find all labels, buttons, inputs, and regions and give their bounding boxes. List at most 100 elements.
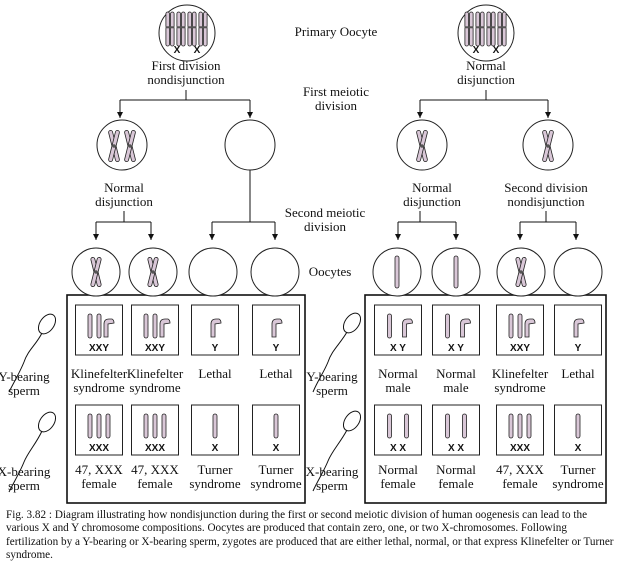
- right-x-outcome-2-line-2: female: [438, 476, 474, 491]
- left-y-cell-2-label: XXY: [145, 343, 165, 354]
- tree1-arrow-left-b-head: [247, 112, 253, 118]
- left-y-cell-1-label: XXY: [89, 343, 109, 354]
- first-nondisjunction-label-line-1: First division: [152, 58, 221, 73]
- right-y-cell-3-x-chrom-2: [517, 313, 523, 339]
- tree2-arrow-b2-head: [272, 234, 278, 240]
- right-y-cell-3-label: XXY: [510, 343, 530, 354]
- right-y-sperm-label-line-2: sperm: [316, 383, 348, 398]
- right-y-cell-1-y-chrom-2: [402, 318, 413, 338]
- left-x-outcome-3-line-1: Turner: [198, 462, 234, 477]
- top-normal-disjunction-label-line-1: Normal: [466, 58, 506, 73]
- right-x-outcome-1-line-2: female: [380, 476, 416, 491]
- sec-left-1-cross-a-centromere: [112, 144, 116, 148]
- second-meiotic-label-line-1: Second meiotic: [285, 205, 366, 220]
- right-y-sperm-label-line-1: Y-bearing: [306, 369, 358, 384]
- left-y-cell-1-y-chrom-3: [103, 318, 115, 338]
- right-x-cell-1-x-chrom-1: [387, 413, 392, 439]
- left-y-sperm-label-line-2: sperm: [8, 383, 40, 398]
- left-x-cell-3-label: X: [212, 443, 219, 454]
- right-y-cell-2-label: X Y: [448, 343, 464, 354]
- primary-left-chrom-4-centromere: [198, 26, 208, 29]
- primary-left-chrom-2-a: [176, 11, 181, 47]
- left-x-cell-1-x-chrom-1: [87, 413, 93, 439]
- right-x-cell-4-x-chrom-1: [575, 413, 581, 439]
- primary-left-chrom-1-a: [165, 11, 170, 47]
- left-y-cell-3-y-chrom-1: [210, 318, 222, 338]
- right-x-outcome-4-line-2: syndrome: [552, 476, 604, 491]
- figure-caption: Fig. 3.82 : Diagram illustrating how non…: [6, 509, 618, 563]
- left-y-sperm-label-line-1: Y-bearing: [0, 369, 50, 384]
- left-x-outcome-3-line-2: syndrome: [189, 476, 241, 491]
- right-y-cell-4-label: Y: [575, 343, 582, 354]
- left-x-outcome-1-line-1: 47, XXX: [75, 462, 123, 477]
- right-x-sperm-tail: [312, 429, 348, 492]
- right-x-sperm-label-line-1: X-bearing: [306, 464, 359, 479]
- right-x-cell-1: [374, 404, 422, 456]
- left-x-outcome-1-line-2: female: [81, 476, 117, 491]
- right-y-outcome-3-line-1: Klinefelter: [492, 366, 549, 381]
- left-y-outcome-1-line-1: Klinefelter: [71, 366, 128, 381]
- caption-figure-number: Fig. 3.82 :: [6, 509, 53, 521]
- left-x-cell-2-x-chrom-2: [152, 413, 158, 439]
- sec-right-2-cross-centromere: [546, 144, 550, 148]
- primary-right-chrom-3-centromere: [486, 26, 496, 29]
- oocyte-2-chrom: [147, 256, 159, 288]
- tree1-arrow-right-a-head: [417, 112, 423, 118]
- primary-right-chrom-2-centromere: [475, 26, 485, 29]
- right-y-cell-2-x-chrom-1: [445, 313, 450, 339]
- tree2-arrow-d1-head: [517, 234, 523, 240]
- second-nondisjunction-label-line-1: Second division: [504, 180, 588, 195]
- connector-lines: [93, 90, 579, 240]
- right-y-outcome-2-line-2: male: [443, 380, 468, 395]
- first-nondisjunction-label-line-2: nondisjunction: [147, 72, 225, 87]
- tree2-arrow-a2-head: [148, 234, 154, 240]
- left-x-cell-2-x-chrom-1: [143, 413, 149, 439]
- right-x-cell-3-x-chrom-3: [526, 413, 532, 439]
- primary-left-chrom-3-b: [192, 11, 197, 47]
- sperm-figures: [8, 312, 362, 493]
- primary-right-chrom-2-b: [480, 11, 485, 47]
- left-x-sperm-label-line-2: sperm: [8, 478, 40, 493]
- right-normal-disjunction-label-line-2: disjunction: [403, 194, 461, 209]
- left-x-cell-1-x-chrom-2: [96, 413, 102, 439]
- oocyte-4: [250, 247, 300, 297]
- oocyte-3: [188, 247, 238, 297]
- right-x-outcome-2-line-1: Normal: [436, 462, 476, 477]
- primary-right-chrom-3-b: [491, 11, 496, 47]
- tree2-arrow-d2-head: [573, 234, 579, 240]
- right-x-cell-2: [432, 404, 480, 456]
- right-x-outcome-1-line-1: Normal: [378, 462, 418, 477]
- tree2-arrow-a1-head: [93, 234, 99, 240]
- left-x-sperm-tail: [8, 430, 43, 493]
- left-x-cell-1-x-chrom-3: [105, 413, 111, 439]
- right-y-cell-1-label: X Y: [390, 343, 406, 354]
- caption-text: Diagram illustrating how nondisjunction …: [6, 509, 614, 562]
- tree1-arrow-left-a-head: [117, 112, 123, 118]
- second-meiotic-label-line-2: division: [304, 219, 346, 234]
- primary-right-chrom-1-a: [464, 11, 469, 47]
- first-meiotic-label-line-2: division: [315, 98, 357, 113]
- right-x-cell-3-x-chrom-2: [517, 413, 523, 439]
- primary-left-chrom-4-a: [198, 11, 203, 47]
- left-y-cell-4-label: Y: [273, 343, 280, 354]
- left-x-outcome-4-line-2: syndrome: [250, 476, 302, 491]
- right-y-cell-3-y-chrom-3: [524, 318, 536, 338]
- left-y-outcome-2-line-1: Klinefelter: [127, 366, 184, 381]
- right-x-outcome-3-line-1: 47, XXX: [496, 462, 544, 477]
- left-y-cell-2-x-chrom-2: [152, 313, 158, 339]
- primary-left-chrom-3-a: [187, 11, 192, 47]
- right-y-cell-2-y-chrom-2: [460, 318, 471, 338]
- right-x-cell-4-label: X: [575, 443, 582, 454]
- second-nondisjunction-label-line-2: nondisjunction: [507, 194, 585, 209]
- secondary-oocyte-left-2: [224, 119, 276, 171]
- primary-left-x-1: X: [174, 45, 181, 56]
- left-y-outcome-1-line-2: syndrome: [73, 380, 125, 395]
- primary-right-chrom-4-a: [497, 11, 502, 47]
- right-y-cell-1: [374, 304, 422, 356]
- sec-right-1-cross-centromere: [420, 144, 424, 148]
- left-x-cell-3-x-chrom-1: [212, 413, 218, 439]
- left-y-outcome-4-line-1: Lethal: [259, 366, 293, 381]
- right-y-cell-3: [496, 304, 544, 356]
- left-x-cell-4-label: X: [273, 443, 280, 454]
- oocyte-7-chrom: [515, 256, 527, 288]
